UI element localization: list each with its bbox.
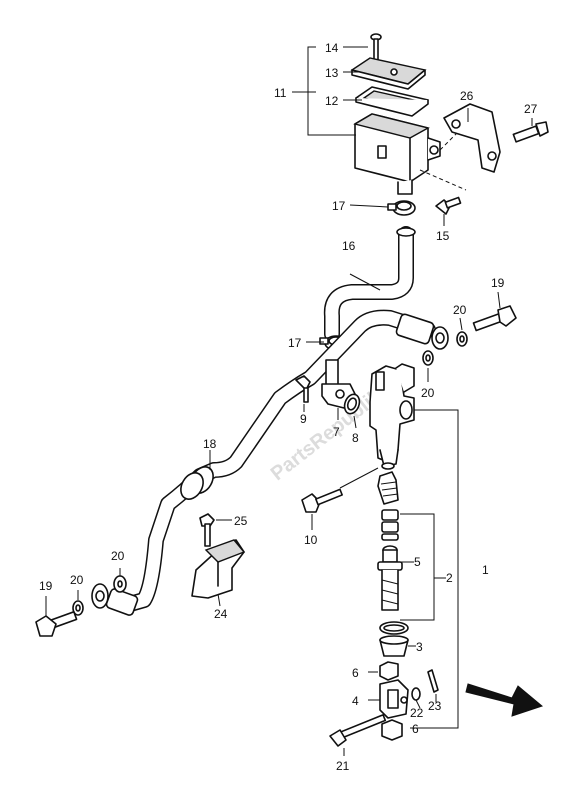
cap-screw-part [370,33,382,62]
clevis-assembly [329,661,439,747]
callout-15: 15 [436,229,450,243]
reservoir-assembly [292,33,549,226]
callout-9: 9 [300,412,307,426]
reservoir-body-part [353,113,441,195]
callout-1: 1 [482,563,489,577]
callout-25: 25 [234,514,248,528]
callout-20-middle: 20 [421,386,435,400]
callout-6-upper: 6 [352,666,359,680]
callout-12: 12 [325,94,339,108]
callout-14: 14 [325,41,339,55]
callout-4: 4 [352,694,359,708]
callout-19-lower: 19 [39,579,53,593]
upper-banjo-fitting [395,313,449,350]
callout-17-upper: 17 [332,199,346,213]
clamp-bolt-part [199,513,215,547]
mount-screw-part [301,488,343,513]
bracket-bolt-part [512,121,549,143]
piston-kit [377,471,409,657]
callout-2: 2 [446,571,453,585]
callout-19-upper: 19 [491,276,505,290]
reservoir-bolt-part [435,196,462,215]
callout-22: 22 [410,706,424,720]
diaphragm-part [355,86,429,117]
callout-16: 16 [342,239,356,253]
callout-3: 3 [416,640,423,654]
callout-20-upper: 20 [453,303,467,317]
reservoir-bracket-part [443,103,501,173]
callout-23: 23 [428,699,442,713]
callout-5: 5 [414,555,421,569]
hose-guide-clamp [191,539,246,599]
upper-banjo-hardware [422,305,517,366]
callout-8: 8 [352,431,359,445]
callout-21: 21 [336,759,350,773]
callout-24: 24 [214,607,228,621]
callout-17-lower: 17 [288,336,302,350]
callout-20-left: 20 [111,549,125,563]
callout-10: 10 [304,533,318,547]
fitting-screw-part [295,375,311,403]
callout-18: 18 [203,437,217,451]
hose-clamp-part [387,200,416,216]
callout-labels: 14 13 11 12 26 27 17 15 16 19 20 17 20 9… [39,41,538,773]
callout-27: 27 [524,102,538,116]
callout-7: 7 [333,425,340,439]
callout-20-lower: 20 [70,573,84,587]
callout-13: 13 [325,66,339,80]
reservoir-hose [306,200,416,351]
callout-6-lower: 6 [412,722,419,736]
lower-banjo-fitting [91,583,139,616]
brake-hose [91,309,449,616]
reservoir-cap-part [350,57,427,90]
direction-arrow-icon [465,683,544,717]
callout-26: 26 [460,89,474,103]
master-cylinder [369,363,459,729]
callout-11: 11 [274,86,287,100]
